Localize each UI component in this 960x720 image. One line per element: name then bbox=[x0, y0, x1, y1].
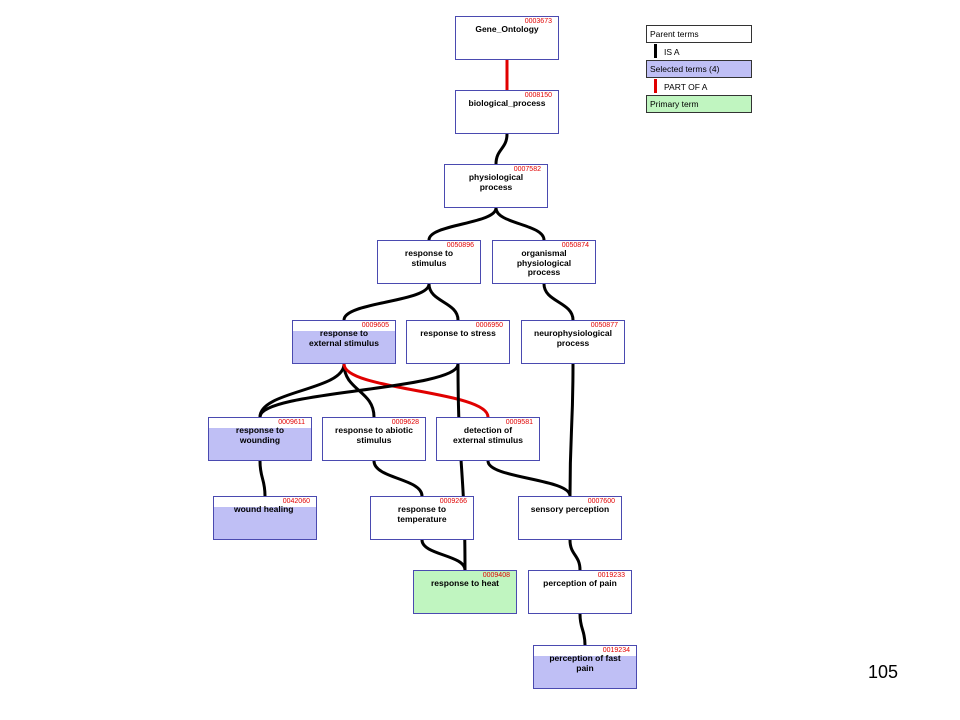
legend-is-a-line bbox=[654, 44, 657, 58]
node-id: 0009408 bbox=[482, 572, 510, 579]
legend-parent-terms: Parent terms bbox=[646, 25, 752, 43]
node-label: perception of fast pain bbox=[549, 653, 621, 673]
node-label: response to stress bbox=[420, 328, 496, 338]
node-header bbox=[293, 321, 395, 331]
is-a-edge bbox=[578, 613, 587, 646]
node-header bbox=[534, 646, 636, 656]
node-label: sensory perception bbox=[530, 504, 610, 514]
node-label: biological_process bbox=[468, 98, 546, 108]
node-id: 0008150 bbox=[524, 92, 552, 99]
node-id: 0042060 bbox=[282, 498, 310, 505]
node-id: 0009605 bbox=[361, 322, 389, 329]
node-id: 0009581 bbox=[505, 419, 533, 426]
node-label: organismal physiological process bbox=[516, 248, 572, 277]
node-id: 0009266 bbox=[439, 498, 467, 505]
node-label: wound healing bbox=[234, 504, 294, 514]
legend-is-a-label: IS A bbox=[664, 47, 680, 57]
part-of-edge bbox=[342, 363, 490, 418]
node-id: 0050896 bbox=[446, 242, 474, 249]
node-id: 0003673 bbox=[524, 18, 552, 25]
node-id: 0050877 bbox=[590, 322, 618, 329]
is-a-edge bbox=[258, 460, 267, 497]
is-a-edge bbox=[258, 363, 460, 418]
node-label: physiological process bbox=[468, 172, 524, 192]
node-id: 0006950 bbox=[475, 322, 503, 329]
node-header bbox=[214, 497, 316, 507]
node-label: response to abiotic stimulus bbox=[335, 425, 413, 445]
is-a-edge bbox=[427, 283, 460, 321]
node-label: response to heat bbox=[430, 578, 500, 588]
legend-primary-term: Primary term bbox=[646, 95, 752, 113]
node-label: perception of pain bbox=[543, 578, 617, 588]
node-id: 0050874 bbox=[561, 242, 589, 249]
node-id: 0019233 bbox=[597, 572, 625, 579]
node-label: detection of external stimulus bbox=[453, 425, 523, 445]
is-a-edge bbox=[342, 283, 431, 321]
node-id: 0007600 bbox=[587, 498, 615, 505]
is-a-edge bbox=[568, 363, 575, 497]
is-a-edge bbox=[258, 363, 346, 418]
node-label: response to temperature bbox=[397, 504, 447, 524]
is-a-edge bbox=[568, 539, 582, 571]
legend-part-of-line bbox=[654, 79, 657, 93]
is-a-edge bbox=[542, 283, 575, 321]
node-id: 0009611 bbox=[278, 419, 305, 426]
legend-selected-terms: Selected terms (4) bbox=[646, 60, 752, 78]
is-a-edge bbox=[494, 207, 546, 241]
is-a-edge bbox=[420, 539, 467, 571]
node-id: 0019234 bbox=[602, 647, 630, 654]
node-label: response to external stimulus bbox=[309, 328, 379, 348]
node-id: 0007582 bbox=[513, 166, 541, 173]
is-a-edge bbox=[427, 207, 498, 241]
node-label: response to stimulus bbox=[404, 248, 454, 268]
node-label: response to wounding bbox=[235, 425, 285, 445]
is-a-edge bbox=[494, 133, 509, 165]
node-id: 0009628 bbox=[391, 419, 419, 426]
page-number: 105 bbox=[868, 662, 899, 682]
is-a-edge bbox=[486, 460, 572, 497]
node-label: neurophysiological process bbox=[534, 328, 612, 348]
legend-part-of-label: PART OF A bbox=[664, 82, 708, 92]
node-header bbox=[209, 418, 311, 428]
is-a-edge bbox=[372, 460, 424, 497]
node-label: Gene_Ontology bbox=[475, 24, 539, 34]
